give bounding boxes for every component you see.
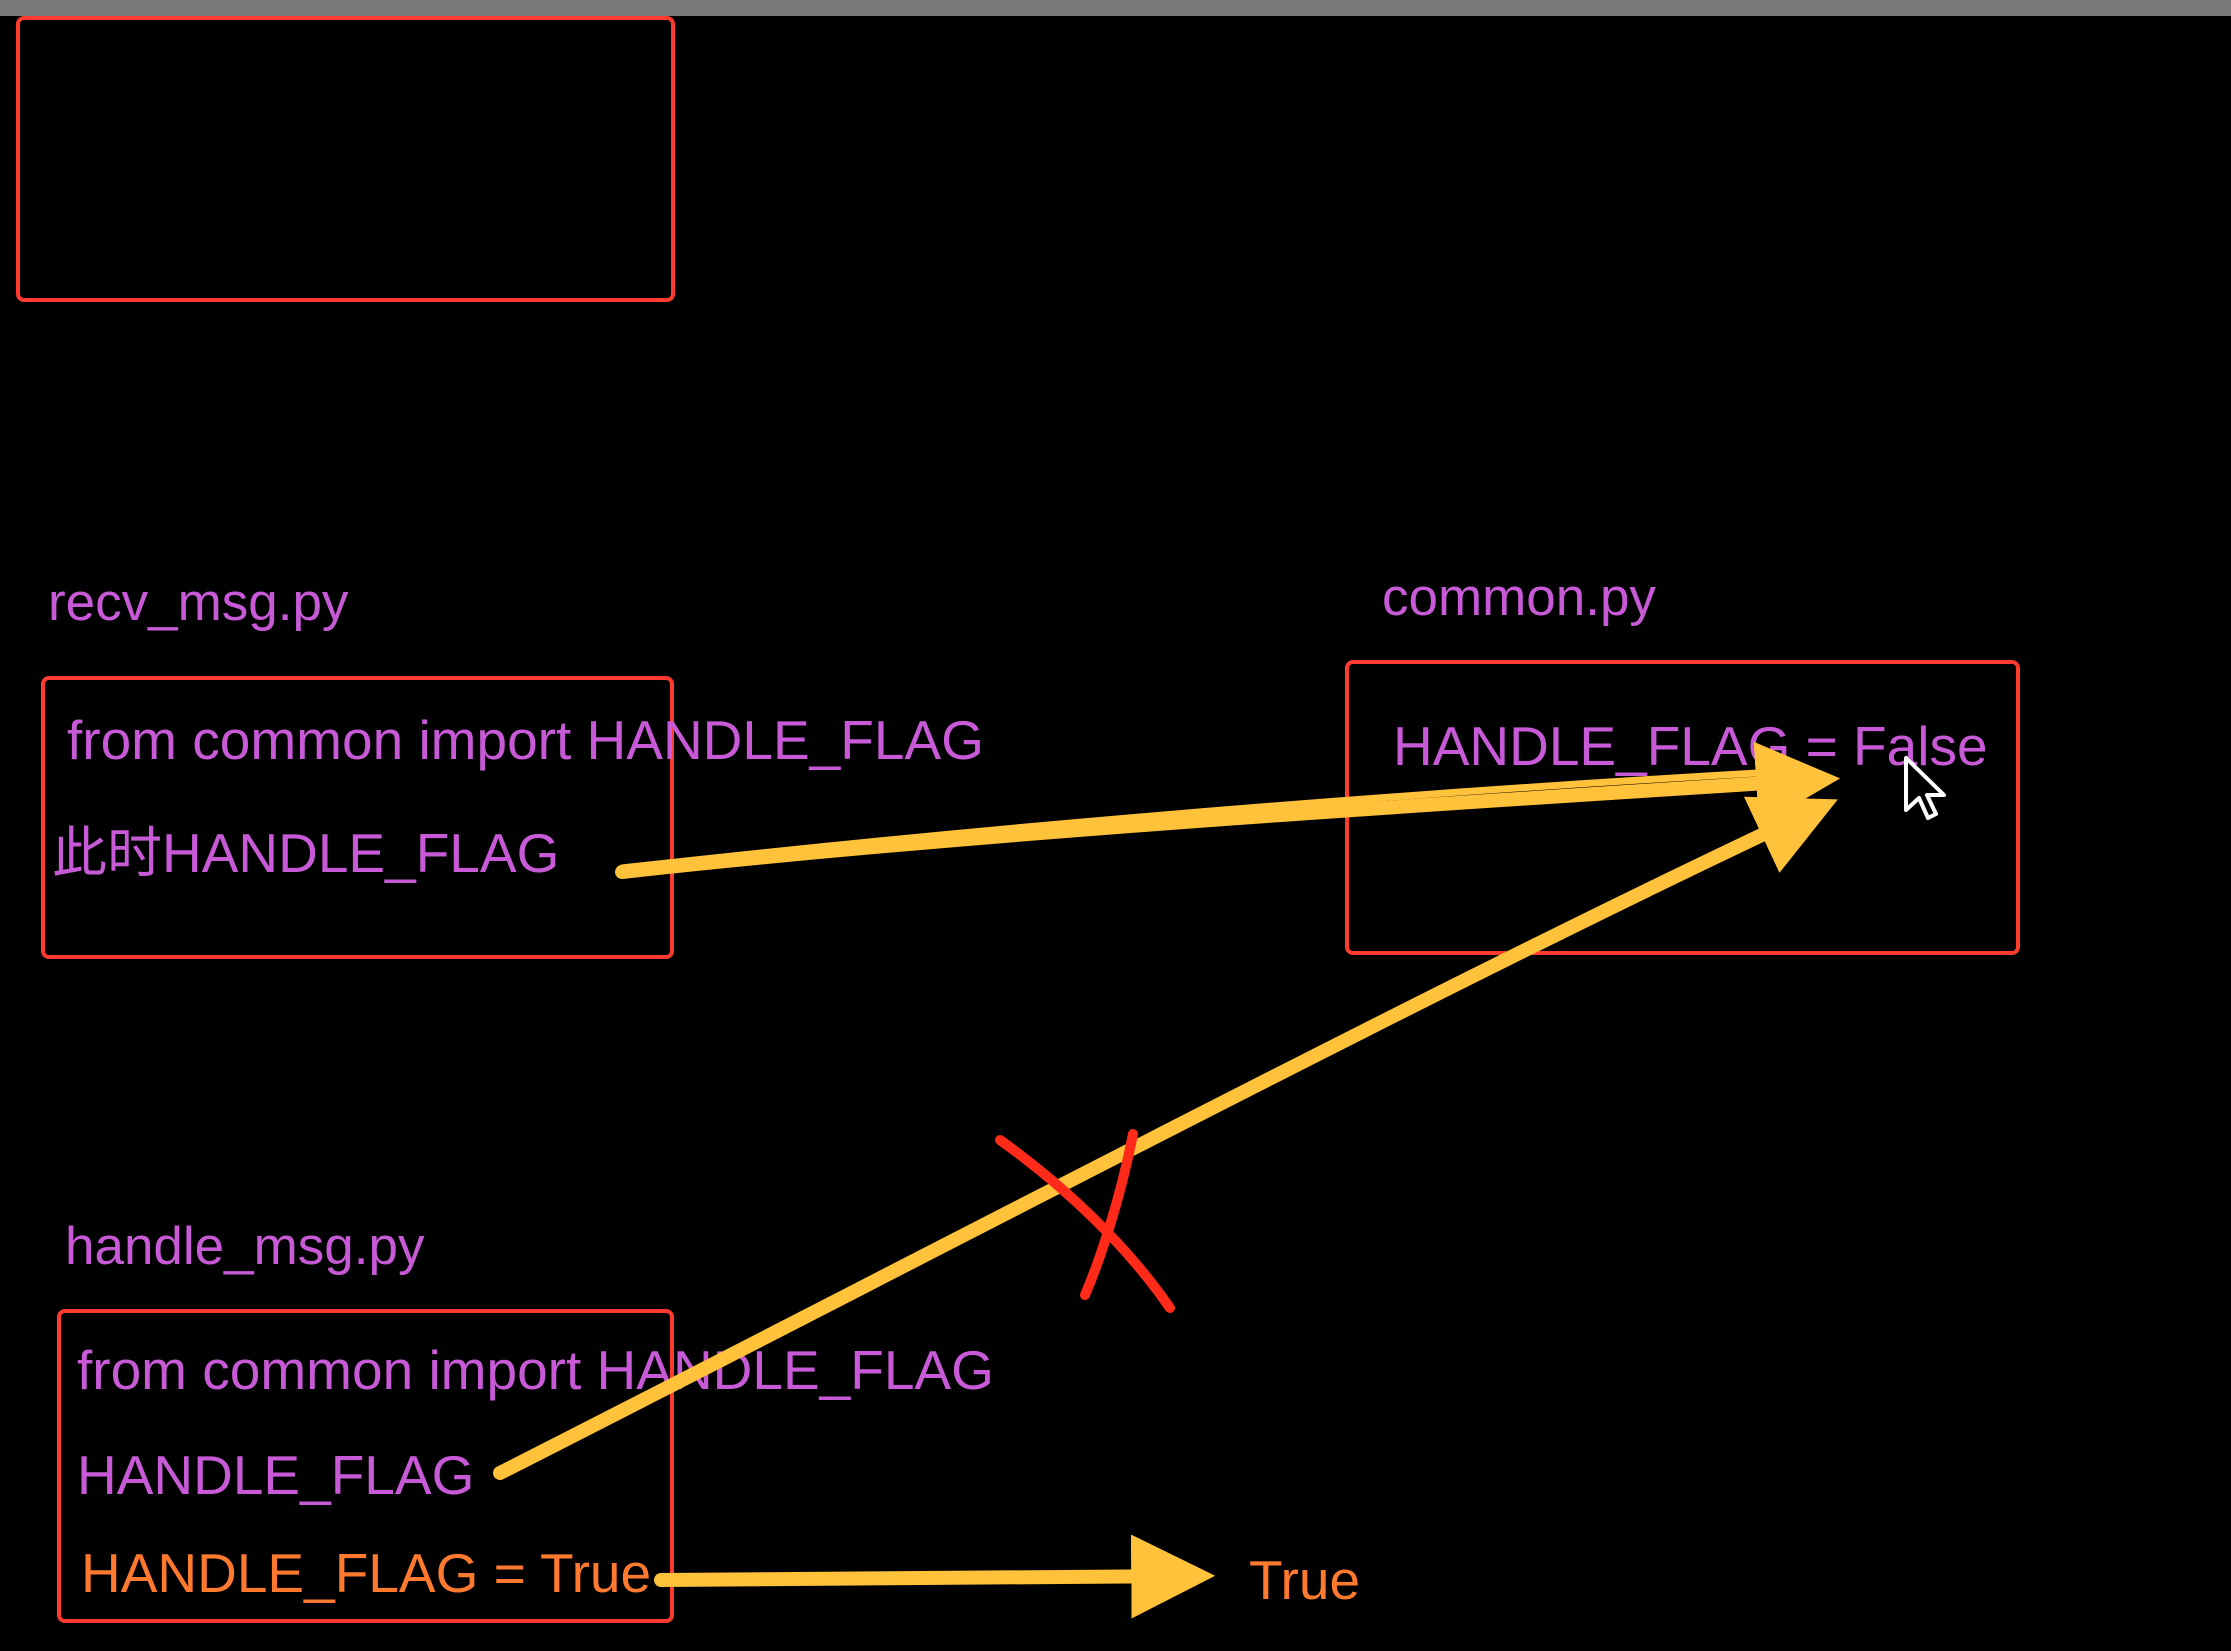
- recv-msg-flag-line: 此时HANDLE_FLAG: [52, 822, 560, 884]
- handle-msg-assign-line: HANDLE_FLAG = True: [81, 1542, 652, 1604]
- arrow-recv-to-common-2: [618, 766, 1814, 872]
- cross-mark-icon: [995, 1129, 1175, 1313]
- arrow-handle-to-common: [493, 796, 1838, 1480]
- browser-tab-strip: [0, 0, 2231, 16]
- common-flag-line: HANDLE_FLAG = False: [1393, 715, 1988, 777]
- handle-msg-import-line: from common import HANDLE_FLAG: [77, 1339, 994, 1401]
- recv-msg-filename: recv_msg.py: [48, 573, 349, 632]
- result-true-label: True: [1249, 1549, 1361, 1611]
- recv-msg-import-line: from common import HANDLE_FLAG: [67, 709, 984, 771]
- common-filename: common.py: [1382, 568, 1656, 627]
- handle-msg-flag-line: HANDLE_FLAG: [77, 1444, 475, 1506]
- mouse-cursor-icon: [1904, 756, 1946, 820]
- handle-msg-box: [57, 1309, 674, 1623]
- recv-msg-box: [41, 676, 674, 959]
- arrow-recv-to-common: [615, 741, 1841, 879]
- handle-msg-filename: handle_msg.py: [65, 1217, 425, 1276]
- arrow-assign-to-true: [654, 1534, 1216, 1619]
- empty-box: [16, 16, 675, 302]
